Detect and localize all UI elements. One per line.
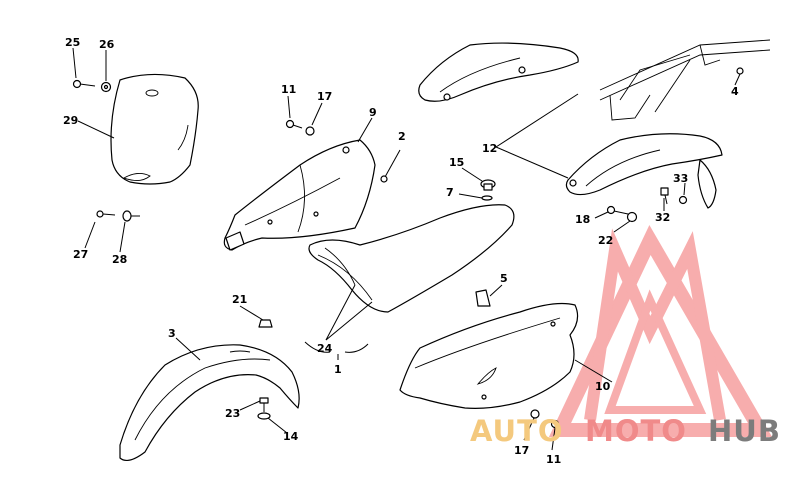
callout-29: 29: [63, 114, 78, 127]
callout-15: 15: [449, 156, 464, 169]
bolt-23: [259, 397, 269, 412]
washer-17-top: [305, 126, 315, 136]
rear-fender-12-bottom: [565, 133, 723, 209]
callout-1: 1: [334, 363, 342, 376]
rear-fender-12-top: [418, 42, 579, 102]
callout-27: 27: [73, 248, 88, 261]
callout-labels: 25 26 29 27 28 11 17 9 2 15 7 12 4 33 32…: [63, 36, 739, 466]
bolt-33: [678, 195, 688, 205]
callout-22: 22: [598, 234, 613, 247]
watermark-hub: HUB: [708, 414, 781, 448]
callout-5: 5: [500, 272, 508, 285]
leader-lines: [72, 47, 741, 451]
bolt-18: [606, 205, 629, 215]
callout-9: 9: [369, 106, 377, 119]
bolt-11-bottom: [550, 419, 560, 429]
clip-5: [475, 289, 491, 307]
side-cover-10: [399, 302, 579, 409]
callout-17-top: 17: [317, 90, 332, 103]
washer-26: [100, 81, 112, 93]
washer-22: [626, 211, 638, 223]
callout-10: 10: [595, 380, 611, 393]
gasket-7: [481, 195, 493, 201]
number-plate-29: [110, 73, 199, 185]
watermark-text: AUTO MOTO HUB: [470, 414, 781, 448]
front-fender-3: [119, 344, 300, 462]
callout-11-bottom: 11: [546, 453, 561, 466]
callout-26: 26: [99, 38, 115, 51]
callout-28: 28: [112, 253, 127, 266]
callout-33: 33: [673, 172, 688, 185]
callout-18: 18: [575, 213, 590, 226]
callout-21: 21: [232, 293, 247, 306]
watermark-auto: AUTO: [470, 414, 564, 448]
callout-2: 2: [398, 130, 406, 143]
bolt-11-top: [285, 119, 303, 129]
callout-32: 32: [655, 211, 670, 224]
bolt-32: [660, 187, 669, 205]
screw-2: [380, 149, 401, 183]
callout-3: 3: [168, 327, 176, 340]
callout-17-bottom: 17: [514, 444, 529, 457]
callout-23: 23: [225, 407, 240, 420]
bolt-25: [72, 79, 96, 89]
callout-12: 12: [482, 142, 497, 155]
callout-14: 14: [283, 430, 299, 443]
callout-24: 24: [317, 342, 333, 355]
callout-7: 7: [446, 186, 454, 199]
nut-21: [258, 319, 273, 328]
seat-24: [308, 204, 515, 313]
watermark-logo: [548, 224, 773, 437]
washer-14: [257, 412, 271, 420]
cap-15: [480, 179, 496, 191]
washer-17-bottom: [530, 409, 540, 419]
side-panel-9: [223, 139, 376, 251]
callout-4: 4: [731, 85, 739, 98]
watermark-moto: MOTO: [585, 414, 687, 448]
rear-subframe: [599, 39, 771, 121]
washer-28: [122, 210, 140, 222]
callout-11-top: 11: [281, 83, 296, 96]
bolt-27: [96, 210, 116, 218]
callout-25: 25: [65, 36, 80, 49]
